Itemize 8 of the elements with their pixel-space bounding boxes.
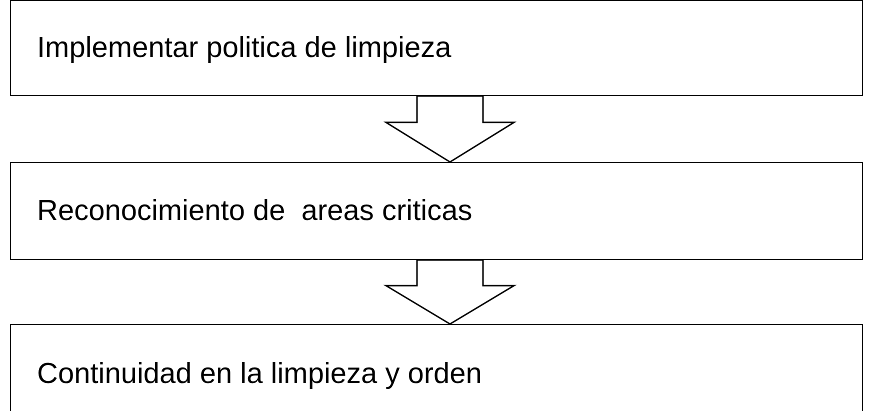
step-text: Reconocimiento de areas criticas [37, 194, 472, 228]
block-arrow [383, 259, 517, 325]
process-box [10, 324, 863, 411]
process-box [10, 0, 863, 96]
process-box [10, 162, 863, 260]
block-arrow [383, 95, 517, 163]
step-text: Continuidad en la limpieza y orden [37, 358, 482, 390]
step-text: Implementar politica de limpieza [37, 32, 452, 64]
